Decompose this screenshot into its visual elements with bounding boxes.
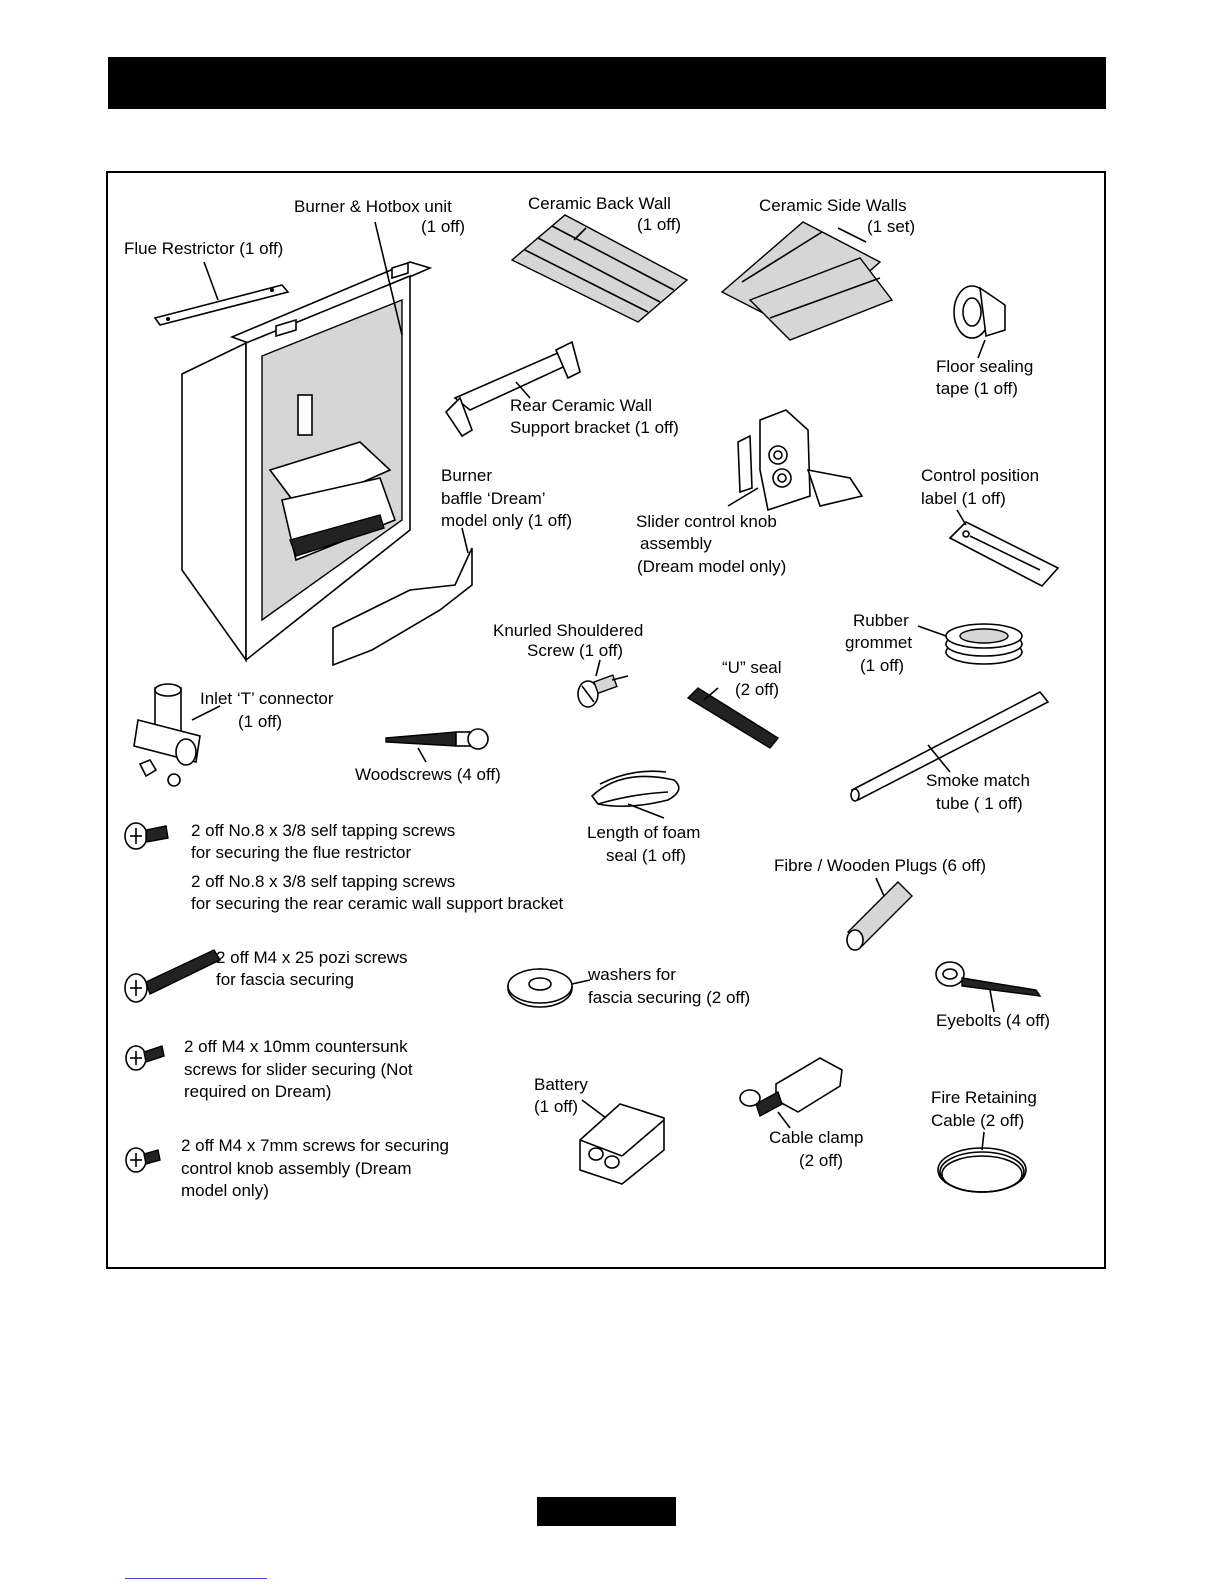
cable-clamp-icon xyxy=(739,1057,843,1129)
slider-knob-line1: Slider control knob xyxy=(636,512,777,531)
floor-sealing-tape-icon xyxy=(953,285,1006,359)
rubber-grommet-line1: Rubber xyxy=(853,611,909,630)
self-tap-1-line2: for securing the flue restrictor xyxy=(191,843,412,862)
ceramic-back-wall-label: Ceramic Back Wall xyxy=(528,194,671,213)
burner-baffle-line1: Burner xyxy=(441,466,493,485)
slider-knob-line2: assembly xyxy=(640,534,712,553)
m4-7mm-line3: model only) xyxy=(181,1181,269,1200)
battery-icon xyxy=(579,1099,665,1185)
m4-7mm-line2: control knob assembly (Dream xyxy=(181,1159,412,1178)
battery-line2: (1 off) xyxy=(534,1097,579,1116)
plugs-label: Fibre / Wooden Plugs (6 off) xyxy=(774,856,986,875)
foam-seal-icon xyxy=(590,770,680,819)
self-tap-1-line1: 2 off No.8 x 3/8 self tapping screws xyxy=(191,821,456,840)
burner-baffle-icon xyxy=(332,527,473,667)
flue-restrictor-label: Flue Restrictor (1 off) xyxy=(124,239,284,258)
burner-hotbox-qty: (1 off) xyxy=(421,217,466,236)
wooden-plug-icon xyxy=(846,877,913,951)
knurled-screw-line1: Knurled Shouldered xyxy=(493,621,644,640)
foam-seal-line1: Length of foam xyxy=(587,823,701,842)
control-label-icon xyxy=(948,509,1060,587)
m4-7mm-screw-icon xyxy=(125,1147,161,1173)
woodscrews-label: Woodscrews (4 off) xyxy=(355,765,501,784)
self-tap-2-line2: for securing the rear ceramic wall suppo… xyxy=(191,894,564,913)
washers-line2: fascia securing (2 off) xyxy=(588,988,751,1007)
floor-sealing-tape-label: Floor sealing xyxy=(936,357,1034,376)
ceramic-side-walls-label: Ceramic Side Walls xyxy=(759,196,907,215)
pozi-screws-line1: 2 off M4 x 25 pozi screws xyxy=(216,948,408,967)
smoke-tube-line1: Smoke match xyxy=(926,771,1030,790)
smoke-tube-icon xyxy=(850,690,1050,802)
knurled-screw-icon xyxy=(577,659,629,708)
self-tap-screw-icon xyxy=(124,822,169,850)
woodscrew-icon xyxy=(385,728,489,763)
smoke-tube-line2: tube ( 1 off) xyxy=(936,794,1023,813)
u-seal-icon xyxy=(686,687,780,749)
footer-link[interactable] xyxy=(125,1578,267,1579)
rear-bracket-icon xyxy=(444,340,581,438)
slider-knob-icon xyxy=(727,409,864,512)
retaining-cable-line2: Cable (2 off) xyxy=(931,1111,1025,1130)
washers-line1: washers for xyxy=(588,965,676,984)
ceramic-side-walls-qty: (1 set) xyxy=(867,217,916,236)
rear-bracket-qty: Support bracket (1 off) xyxy=(510,418,679,437)
flue-restrictor-icon xyxy=(153,261,290,326)
retaining-cable-icon xyxy=(937,1131,1027,1193)
self-tap-2-line1: 2 off No.8 x 3/8 self tapping screws xyxy=(191,872,456,891)
retaining-cable-line1: Fire Retaining xyxy=(931,1088,1037,1107)
inlet-t-line1: Inlet ‘T’ connector xyxy=(200,689,334,708)
burner-hotbox-icon xyxy=(181,221,433,663)
cable-clamp-line1: Cable clamp xyxy=(769,1128,864,1147)
countersunk-line3: required on Dream) xyxy=(184,1082,332,1101)
u-seal-line2: (2 off) xyxy=(735,680,780,699)
foam-seal-line2: seal (1 off) xyxy=(606,846,687,865)
inlet-t-connector-icon xyxy=(133,683,221,787)
ceramic-back-wall-qty: (1 off) xyxy=(637,215,682,234)
countersunk-screw-icon xyxy=(125,1045,165,1071)
washer-icon xyxy=(507,968,591,1008)
m4-7mm-line1: 2 off M4 x 7mm screws for securing xyxy=(181,1136,449,1155)
countersunk-line2: screws for slider securing (Not xyxy=(184,1060,413,1079)
ceramic-side-walls-icon xyxy=(720,221,894,341)
eyebolt-icon xyxy=(935,961,1042,1013)
inlet-t-line2: (1 off) xyxy=(238,712,283,731)
header-bar xyxy=(108,57,1106,109)
slider-knob-line3: (Dream model only) xyxy=(637,557,787,576)
pozi-screws-line2: for fascia securing xyxy=(216,970,354,989)
burner-baffle-line2: baffle ‘Dream’ xyxy=(441,489,546,508)
rubber-grommet-icon xyxy=(917,623,1023,665)
ceramic-back-wall-icon xyxy=(510,214,689,323)
countersunk-line1: 2 off M4 x 10mm countersunk xyxy=(184,1037,408,1056)
parts-panel xyxy=(106,171,1106,1269)
u-seal-line1: “U” seal xyxy=(722,658,782,677)
burner-hotbox-label: Burner & Hotbox unit xyxy=(294,197,452,216)
eyebolts-label: Eyebolts (4 off) xyxy=(936,1011,1051,1030)
cable-clamp-line2: (2 off) xyxy=(799,1151,844,1170)
knurled-screw-line2: Screw (1 off) xyxy=(527,641,624,660)
rubber-grommet-line2: grommet xyxy=(845,633,913,652)
control-label-line2: label (1 off) xyxy=(921,489,1006,508)
rubber-grommet-line3: (1 off) xyxy=(860,656,905,675)
page-number-tab xyxy=(537,1497,676,1526)
control-label-line1: Control position xyxy=(921,466,1040,485)
battery-line1: Battery xyxy=(534,1075,588,1094)
pozi-screw-icon xyxy=(124,949,221,1003)
rear-bracket-label: Rear Ceramic Wall xyxy=(510,396,653,415)
burner-baffle-line3: model only (1 off) xyxy=(441,511,573,530)
floor-sealing-tape-qty: tape (1 off) xyxy=(936,379,1018,398)
